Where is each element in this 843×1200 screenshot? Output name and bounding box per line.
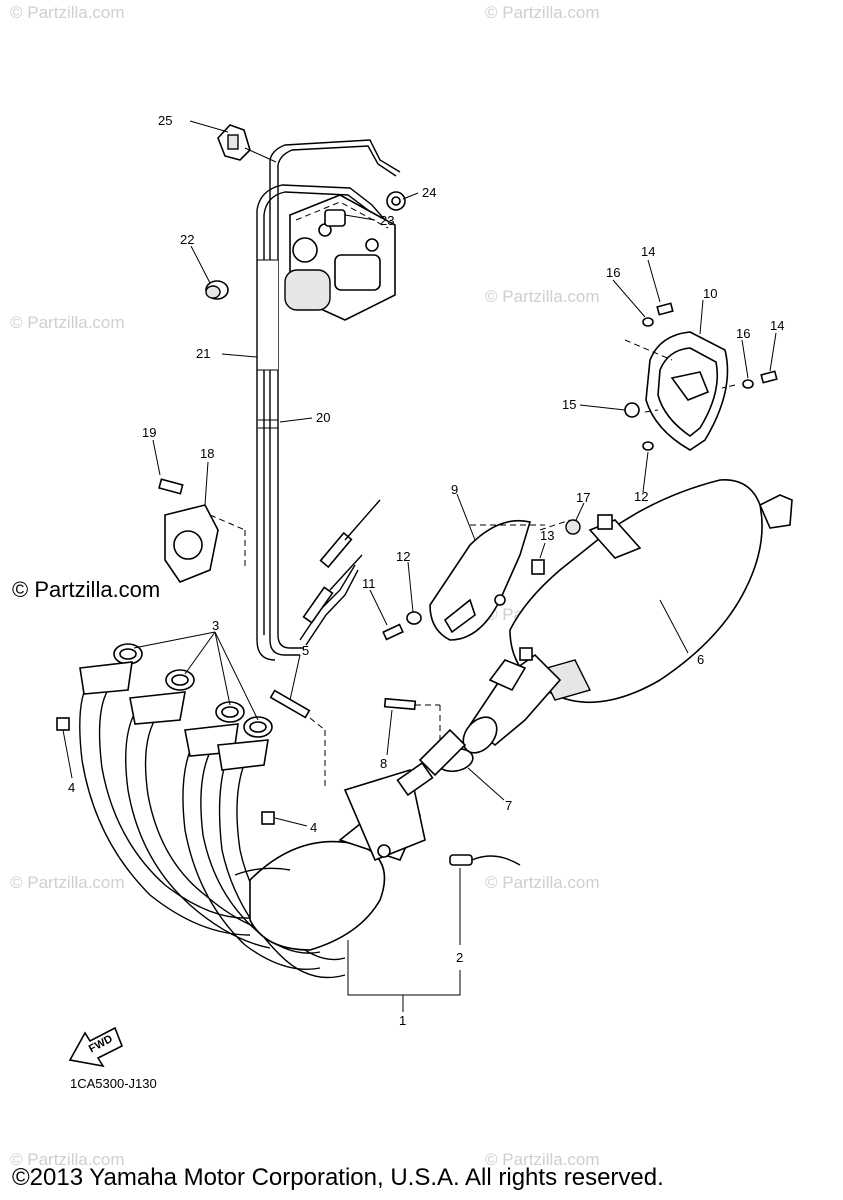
watermark-faint: © Partzilla.com [10, 313, 125, 332]
callout-8: 8 [380, 756, 387, 771]
callout-12: 12 [634, 489, 648, 504]
exhaust-headers [79, 661, 521, 979]
watermark-faint: © Partzilla.com [10, 1150, 125, 1169]
watermark-faint: © Partzilla.com [10, 3, 125, 22]
callout-3: 3 [212, 618, 219, 633]
watermark-faint: © Partzilla.com [485, 3, 600, 22]
leader-lines [62, 120, 777, 1012]
callout-4: 4 [68, 780, 75, 795]
callout-23: 23 [380, 213, 394, 228]
bracket [158, 478, 246, 583]
callout-16: 16 [736, 326, 750, 341]
callout-14: 14 [641, 244, 655, 259]
throttle-cables [256, 139, 401, 661]
callout-4: 4 [310, 820, 317, 835]
muffler-end-cover [624, 302, 778, 451]
watermark-faint: © Partzilla.com [485, 1150, 600, 1169]
callout-16: 16 [606, 265, 620, 280]
callout-20: 20 [316, 410, 330, 425]
muffler-cover [382, 519, 581, 641]
diagram-code: 1CA5300-J130 [70, 1076, 157, 1091]
callout-5: 5 [302, 643, 309, 658]
callout-7: 7 [505, 798, 512, 813]
watermark-faint: © Partzilla.com [485, 873, 600, 892]
callout-24: 24 [422, 185, 436, 200]
callout-21: 21 [196, 346, 210, 361]
callout-9: 9 [451, 482, 458, 497]
callout-18: 18 [200, 446, 214, 461]
callout-15: 15 [562, 397, 576, 412]
forward-arrow: FWD [68, 1026, 124, 1068]
muffler [462, 479, 793, 754]
watermark-main: © Partzilla.com [12, 577, 160, 602]
callout-25: 25 [158, 113, 172, 128]
callout-19: 19 [142, 425, 156, 440]
callout-13: 13 [540, 528, 554, 543]
callout-17: 17 [576, 490, 590, 505]
callout-6: 6 [697, 652, 704, 667]
callout-14: 14 [770, 318, 784, 333]
watermarks: © Partzilla.com © Partzilla.com © Partzi… [10, 3, 600, 1169]
exup-servo [205, 124, 406, 321]
callout-2: 2 [456, 950, 463, 965]
callout-10: 10 [703, 286, 717, 301]
copyright-notice: ©2013 Yamaha Motor Corporation, U.S.A. A… [12, 1164, 664, 1191]
watermark-faint: © Partzilla.com [10, 873, 125, 892]
callout-1: 1 [399, 1013, 406, 1028]
watermark-faint: © Partzilla.com [485, 287, 600, 306]
callout-labels: 25 24 23 22 21 20 19 18 14 16 10 16 14 1… [68, 113, 784, 1028]
callout-22: 22 [180, 232, 194, 247]
callout-12: 12 [396, 549, 410, 564]
callout-11: 11 [362, 576, 376, 591]
